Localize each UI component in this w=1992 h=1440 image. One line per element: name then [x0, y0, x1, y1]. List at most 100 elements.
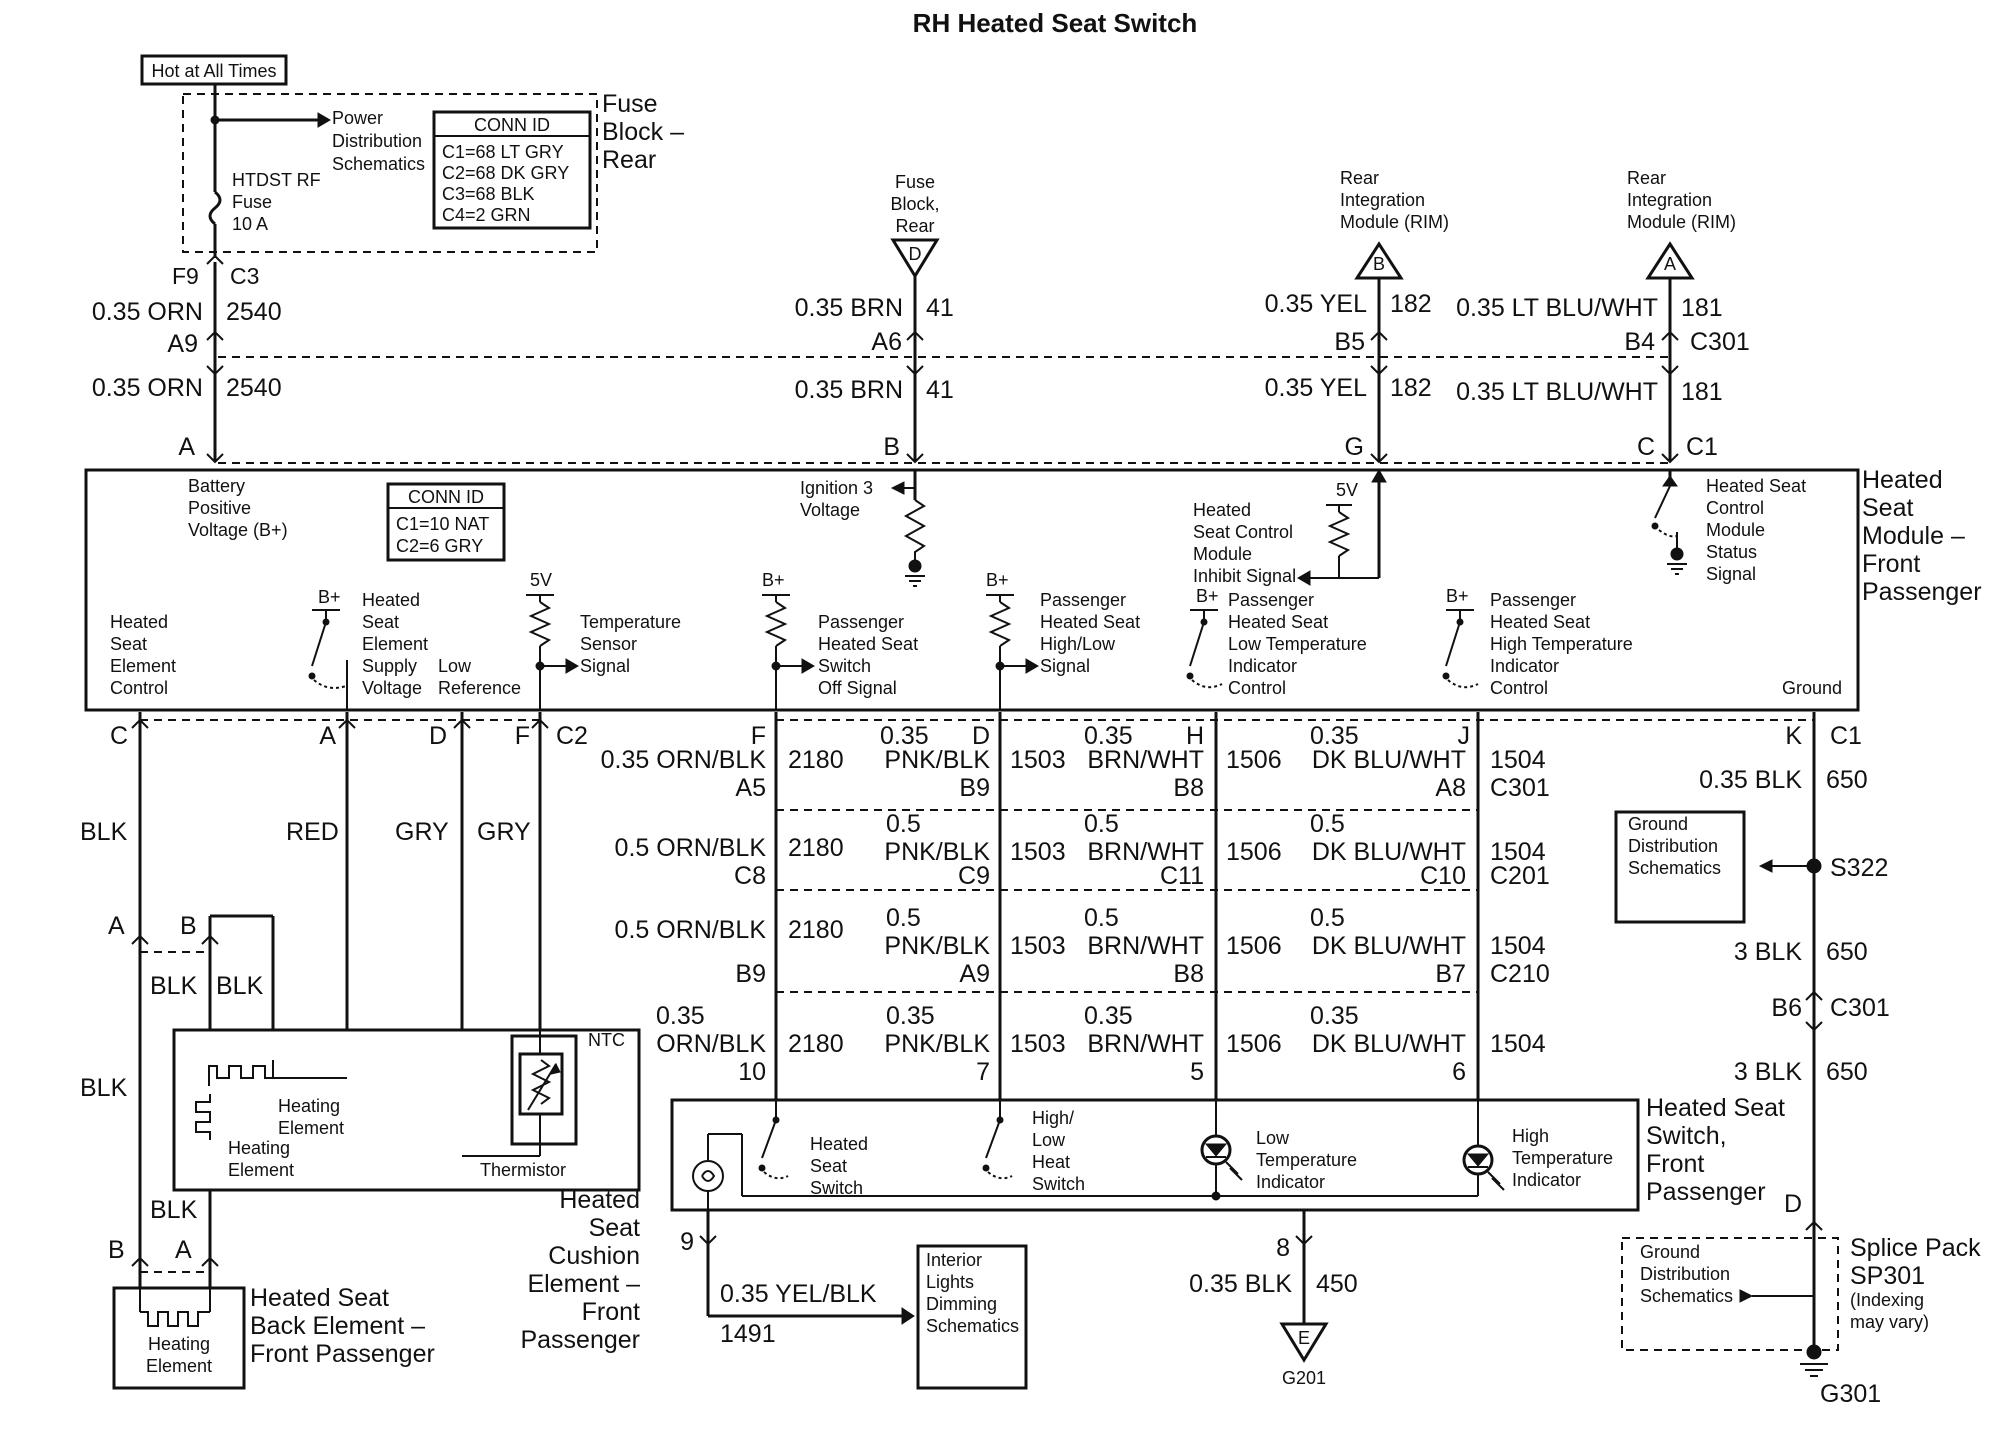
- r3-c0-color1: ORN/BLK: [656, 1030, 766, 1058]
- resistor-icon: [764, 601, 788, 647]
- heating-element-icon: [195, 1094, 211, 1140]
- r0-c0-color: 0.35 ORN/BLK: [601, 746, 767, 774]
- hot-at-all-times-label: Hot at All Times: [151, 61, 276, 81]
- cushion-label-3: Cushion: [548, 1242, 640, 1270]
- heating-element-icon: [140, 1311, 210, 1327]
- switch-pin-9: 9: [680, 1228, 694, 1256]
- wire-red: RED: [286, 818, 339, 846]
- w1-pin: A9: [167, 330, 198, 358]
- arrow-icon: [801, 658, 815, 674]
- ignition-1: Ignition 3: [800, 478, 873, 498]
- ref-triangle-e: [1279, 1322, 1329, 1363]
- gnd-d: D: [1784, 1190, 1802, 1218]
- fuse-conn-c3: C3=68 BLK: [442, 184, 535, 204]
- wire-blk-5: BLK: [150, 1196, 198, 1224]
- five-v-inhibit: 5V: [1336, 480, 1358, 500]
- rim2-1: Rear: [1627, 168, 1666, 188]
- heated-seat-cushion-element: Heating Element Heating Element NTC Ther…: [172, 1028, 641, 1354]
- r3-c0-circuit: 2180: [788, 1030, 844, 1058]
- w1b-color: 0.35 ORN: [92, 374, 203, 402]
- ref-a: A: [1664, 254, 1676, 274]
- hilo-switch-icon: [985, 1119, 1001, 1159]
- elem-supply-5: Voltage: [362, 678, 422, 698]
- r0-c1-pin: B9: [959, 774, 990, 802]
- low-ref-2: Reference: [438, 678, 521, 698]
- pin-f9: F9: [172, 263, 199, 289]
- cushion-heating2-1: Heating: [228, 1138, 290, 1158]
- hilo-signal-2: Heated Seat: [1040, 612, 1140, 632]
- high-temp-2: Heated Seat: [1490, 612, 1590, 632]
- r0-c1-circuit: 1503: [1010, 746, 1066, 774]
- module-conn-id-title: CONN ID: [408, 487, 484, 507]
- hilo-4: Switch: [1032, 1174, 1085, 1194]
- fbr-1: Fuse: [895, 172, 935, 192]
- off-signal-1: Passenger: [818, 612, 904, 632]
- r3-c2-pin: 5: [1190, 1058, 1204, 1086]
- arrow-icon: [1371, 469, 1387, 483]
- back-heating-2: Element: [146, 1356, 212, 1376]
- cushion-label-6: Passenger: [520, 1326, 640, 1354]
- r2-c0-circuit: 2180: [788, 916, 844, 944]
- r0-c1-color0: 0.35: [880, 722, 929, 750]
- low-temp-1: Passenger: [1228, 590, 1314, 610]
- rim1-1: Rear: [1340, 168, 1379, 188]
- r0-c3-pin: A8: [1435, 774, 1466, 802]
- gnd-w2-circuit: 650: [1826, 938, 1868, 966]
- r2-c1-pin: A9: [959, 960, 990, 988]
- g201-label: G201: [1282, 1368, 1326, 1388]
- switch-label-4: Passenger: [1646, 1178, 1766, 1206]
- fuse-block-label-3: Rear: [602, 146, 656, 174]
- elem-supply-3: Element: [362, 634, 428, 654]
- back-element-box: [112, 1286, 246, 1390]
- diagram-title: RH Heated Seat Switch: [913, 8, 1198, 38]
- gnd-w3-color: 3 BLK: [1734, 1058, 1802, 1086]
- ref-d: D: [909, 244, 922, 264]
- hilo-signal-4: Signal: [1040, 656, 1090, 676]
- r2-c3-color1: DK BLU/WHT: [1312, 932, 1466, 960]
- w3-pin: B5: [1334, 328, 1365, 356]
- elem-supply-1: Heated: [362, 590, 420, 610]
- high-temp-4: Indicator: [1490, 656, 1559, 676]
- w4-pin: B4: [1624, 328, 1655, 356]
- status-5: Signal: [1706, 564, 1756, 584]
- switch-pin-8: 8: [1276, 1234, 1290, 1262]
- r1-c1-circuit: 1503: [1010, 838, 1066, 866]
- inhibit-2: Seat Control: [1193, 522, 1293, 542]
- wire-blk-3: BLK: [216, 972, 264, 1000]
- splice-s322-dot: [1806, 858, 1822, 874]
- r2-c1-color1: PNK/BLK: [884, 932, 990, 960]
- r3-c1-circuit: 1503: [1010, 1030, 1066, 1058]
- inhibit-4: Inhibit Signal: [1193, 566, 1296, 586]
- splice-2: SP301: [1850, 1262, 1925, 1290]
- thermistor-label: Thermistor: [480, 1160, 566, 1180]
- hss-3: Switch: [810, 1178, 863, 1198]
- r2-c1-circuit: 1503: [1010, 932, 1066, 960]
- off-signal-2: Heated Seat: [818, 634, 918, 654]
- r3-c2-color1: BRN/WHT: [1087, 1030, 1204, 1058]
- pin-c2: C2: [556, 722, 588, 750]
- pin-k: K: [1785, 722, 1802, 750]
- w4b-circuit: 181: [1681, 378, 1723, 406]
- heated-seat-back-element: B A Heating Element Heated Seat Back Ele…: [108, 1236, 435, 1390]
- sw-w8-circuit: 450: [1316, 1270, 1358, 1298]
- sw-w8-color: 0.35 BLK: [1189, 1270, 1292, 1298]
- arrow-icon: [565, 658, 579, 674]
- status-4: Status: [1706, 542, 1757, 562]
- rim2-2: Integration: [1627, 190, 1712, 210]
- r0-c2-color0: 0.35: [1084, 722, 1133, 750]
- arrow-icon: [1025, 658, 1039, 674]
- r0-c2-pin: B8: [1173, 774, 1204, 802]
- interior-lights-box: [916, 1244, 1028, 1390]
- r1-c2-circuit: 1506: [1226, 838, 1282, 866]
- interior-1: Interior: [926, 1250, 982, 1270]
- r1-c0-pin: C8: [734, 862, 766, 890]
- w3b-circuit: 182: [1390, 374, 1432, 402]
- low-ref-1: Low: [438, 656, 472, 676]
- low-temp-5: Control: [1228, 678, 1286, 698]
- left-wiring: BLK RED GRY GRY A B BLK BLK BLK BLK: [80, 712, 549, 1288]
- heated-seat-switch-icon: [761, 1119, 777, 1159]
- split-pin-a: A: [108, 912, 125, 940]
- gds2-3: Schematics: [1640, 1286, 1733, 1306]
- elem-control-2: Seat: [110, 634, 147, 654]
- fuse-block-label-1: Fuse: [602, 90, 658, 118]
